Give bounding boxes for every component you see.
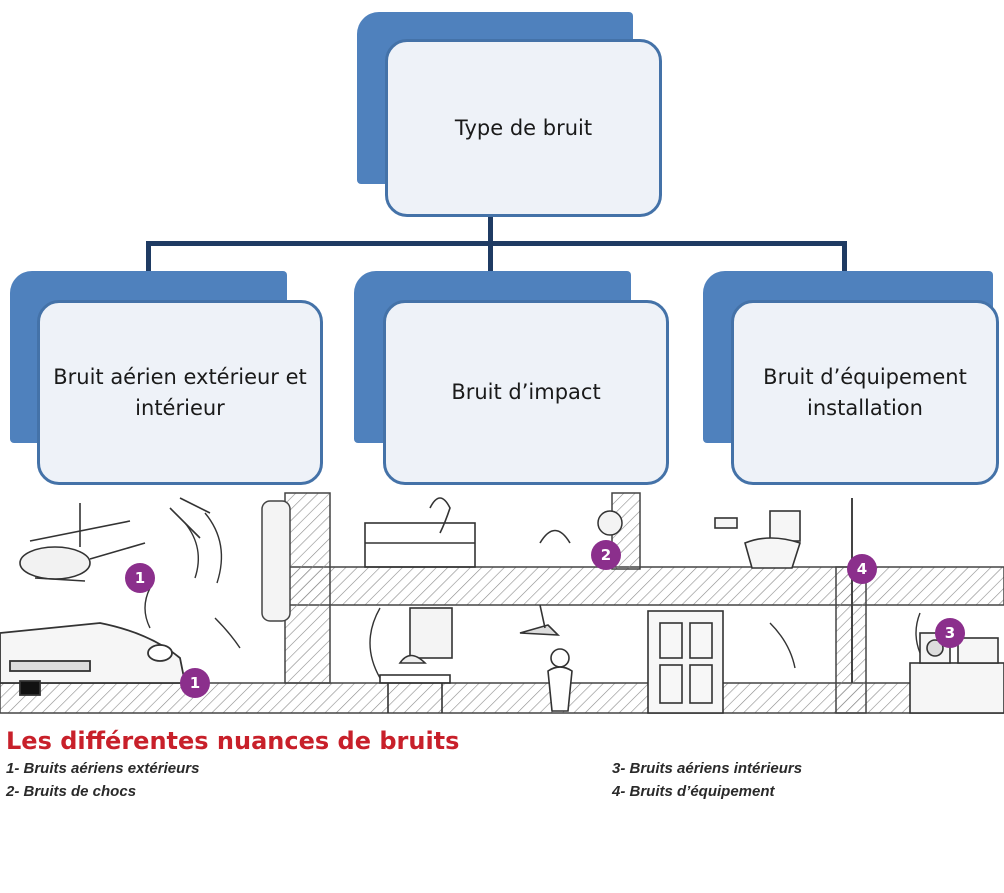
legend-title: Les différentes nuances de bruits <box>6 727 460 755</box>
helicopter-sketch <box>19 497 211 582</box>
ball-sketch <box>597 510 623 536</box>
marker-1-helicopter: 1 <box>125 563 155 593</box>
root-node-label: Type de bruit <box>454 115 593 140</box>
noise-illustration: 1 1 2 3 4 <box>0 492 1004 714</box>
legend-item-4: 4- Bruits d’équipement <box>612 783 775 800</box>
child-node-equipment-label: Bruit d’équipement installation <box>763 365 967 420</box>
child-node-impact-label: Bruit d’impact <box>451 380 601 405</box>
svg-text:3: 3 <box>945 624 955 642</box>
legend-item-2: 2- Bruits de chocs <box>6 783 137 800</box>
connector-center-drop <box>488 241 493 271</box>
marker-3-interior: 3 <box>935 618 965 648</box>
root-node-box: Type de bruit <box>385 39 662 217</box>
child-node-impact-box: Bruit d’impact <box>383 300 669 485</box>
svg-text:2: 2 <box>601 546 611 564</box>
connector-horizontal <box>146 241 847 246</box>
wall-column <box>284 492 331 684</box>
svg-text:1: 1 <box>135 569 145 587</box>
child-node-airborne-box: Bruit aérien extérieur et intérieur <box>37 300 323 485</box>
connector-left-drop <box>146 241 151 271</box>
marker-1-car: 1 <box>180 668 210 698</box>
svg-text:1: 1 <box>190 674 200 692</box>
marker-4-equipment: 4 <box>847 554 877 584</box>
legend-item-3: 3- Bruits aériens intérieurs <box>612 760 803 777</box>
marker-2-impact: 2 <box>591 540 621 570</box>
chimney-pipe <box>261 500 291 622</box>
lower-room-sketch <box>379 604 724 714</box>
connector-right-drop <box>842 241 847 271</box>
legend-item-1: 1- Bruits aériens extérieurs <box>6 760 200 777</box>
connector-root-stem <box>488 210 493 246</box>
toilet-sketch <box>714 510 802 569</box>
child-node-equipment-box: Bruit d’équipement installation <box>731 300 999 485</box>
child-node-airborne-label: Bruit aérien extérieur et intérieur <box>53 365 307 420</box>
floor-slab <box>284 566 1004 606</box>
svg-text:4: 4 <box>857 560 867 578</box>
right-room-sketch <box>909 632 1004 714</box>
car-sketch <box>0 622 187 696</box>
bunk-bed-sketch <box>364 497 571 568</box>
